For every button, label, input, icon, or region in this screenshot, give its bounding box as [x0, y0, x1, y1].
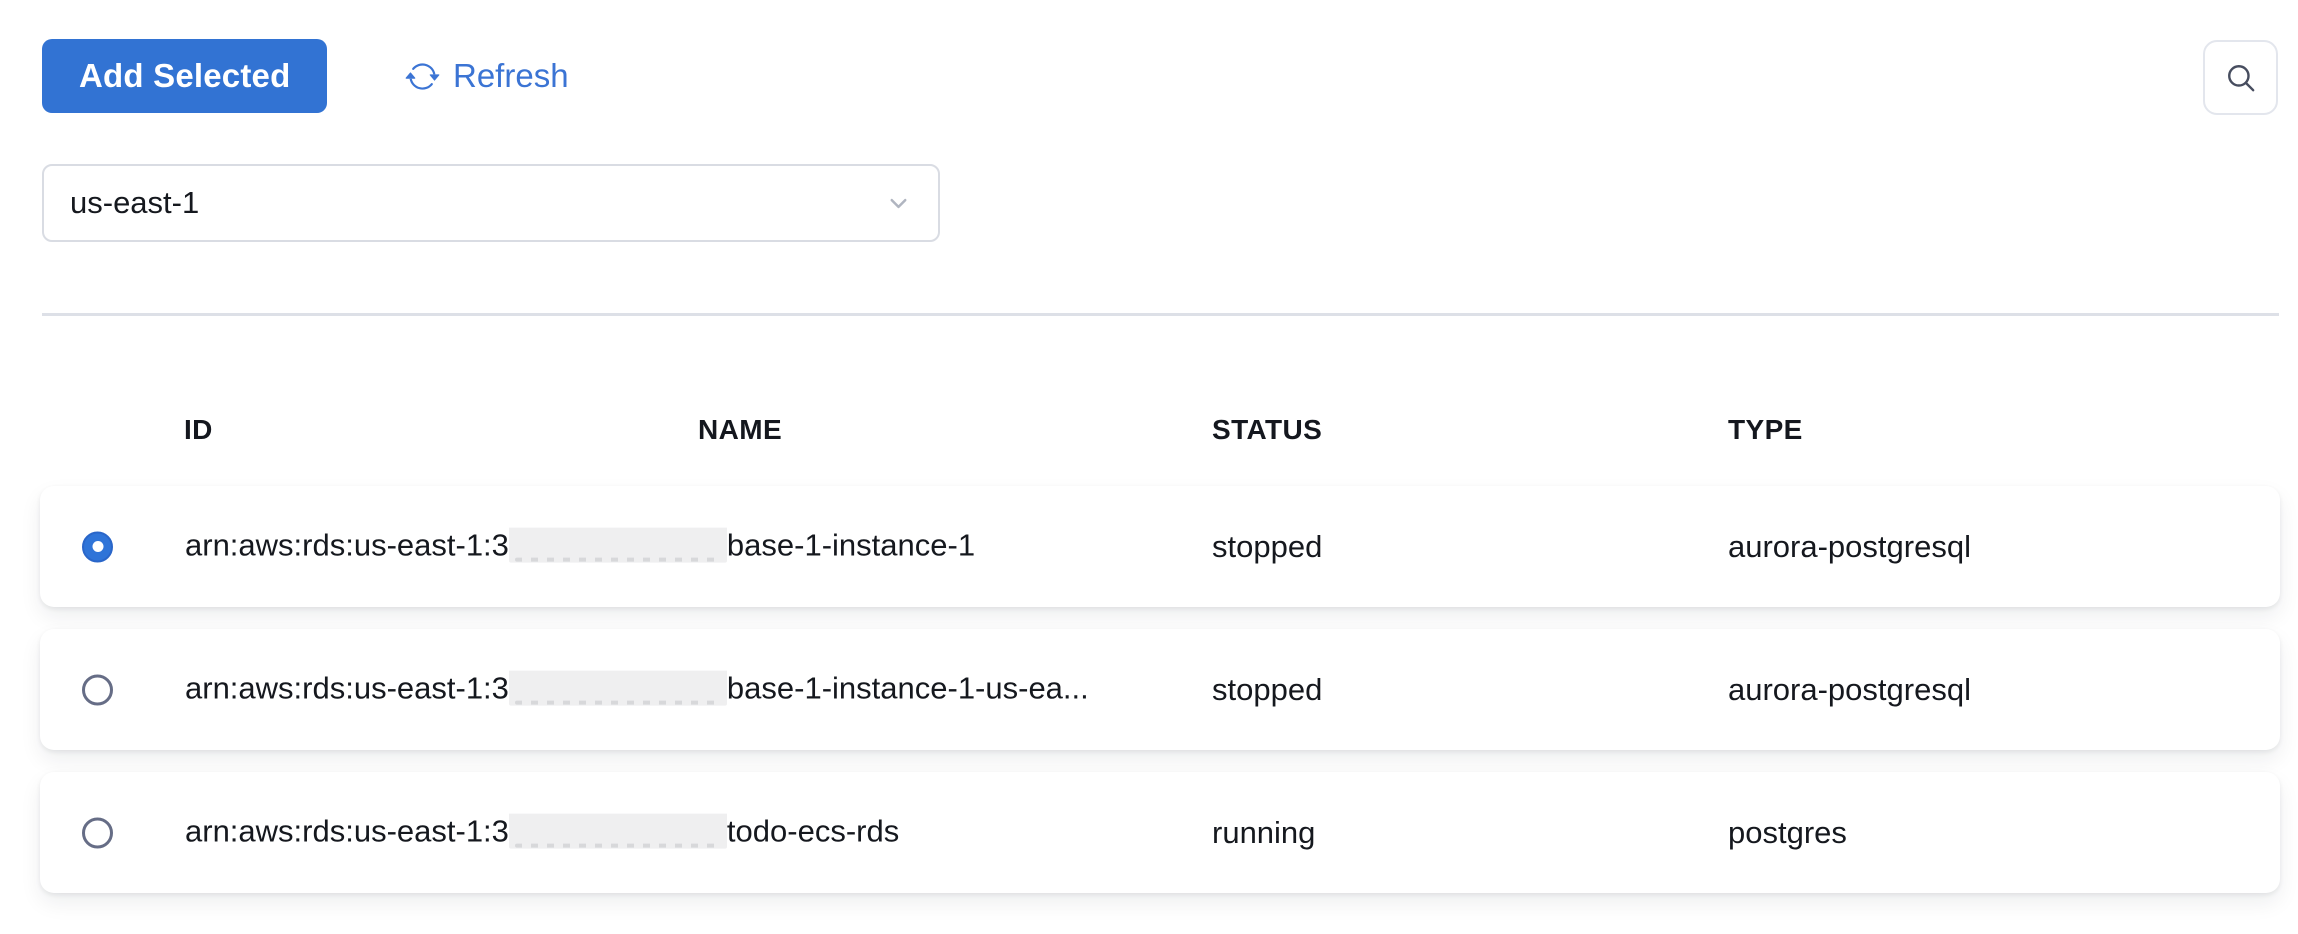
refresh-button-label: Refresh [453, 57, 569, 94]
redacted-text-block [508, 813, 727, 849]
column-header-id: ID [184, 414, 213, 445]
row-radio[interactable] [82, 531, 113, 562]
redacted-text-block [508, 670, 727, 706]
row-id-name-text: arn:aws:rds:us-east-1:3 base-1-instance-1 [185, 527, 975, 566]
row-name-suffix: base-1-instance-1-us-ea... [726, 670, 1089, 706]
row-id-name-text: arn:aws:rds:us-east-1:3 todo-ecs-rds [185, 813, 899, 852]
row-name-suffix: todo-ecs-rds [726, 813, 900, 849]
search-button[interactable] [2203, 40, 2278, 115]
row-type: aurora-postgresql [1728, 528, 1971, 564]
row-radio[interactable] [82, 674, 113, 705]
table-row[interactable]: arn:aws:rds:us-east-1:3 base-1-instance-1… [40, 486, 2280, 607]
row-status: running [1212, 814, 1316, 850]
row-name-suffix: base-1-instance-1 [726, 527, 976, 563]
row-id-prefix: arn:aws:rds:us-east-1:3 [185, 527, 509, 563]
row-radio[interactable] [82, 817, 113, 848]
column-header-type: TYPE [1728, 414, 1803, 445]
search-icon [2224, 61, 2258, 95]
table-row[interactable]: arn:aws:rds:us-east-1:3 base-1-instance-1… [40, 629, 2280, 750]
refresh-button[interactable]: Refresh [405, 39, 569, 113]
radio-dot [92, 541, 103, 552]
redacted-text-block [508, 527, 727, 563]
row-status: stopped [1212, 528, 1323, 564]
section-divider [42, 313, 2279, 316]
row-type: postgres [1728, 814, 1847, 850]
table-header-row: ID NAME STATUS TYPE [0, 412, 2298, 448]
region-select[interactable]: us-east-1 [42, 164, 940, 242]
row-type: aurora-postgresql [1728, 671, 1971, 707]
add-selected-button[interactable]: Add Selected [42, 39, 328, 113]
table-row[interactable]: arn:aws:rds:us-east-1:3 todo-ecs-rds runn… [40, 772, 2280, 893]
region-select-value: us-east-1 [70, 185, 200, 220]
column-header-name: NAME [698, 414, 783, 445]
row-status: stopped [1212, 671, 1323, 707]
row-id-prefix: arn:aws:rds:us-east-1:3 [185, 813, 509, 849]
chevron-down-icon [885, 190, 912, 217]
row-id-prefix: arn:aws:rds:us-east-1:3 [185, 670, 509, 706]
row-id-name-text: arn:aws:rds:us-east-1:3 base-1-instance-1… [185, 670, 1089, 709]
column-header-status: STATUS [1212, 414, 1323, 445]
refresh-icon [405, 59, 440, 94]
